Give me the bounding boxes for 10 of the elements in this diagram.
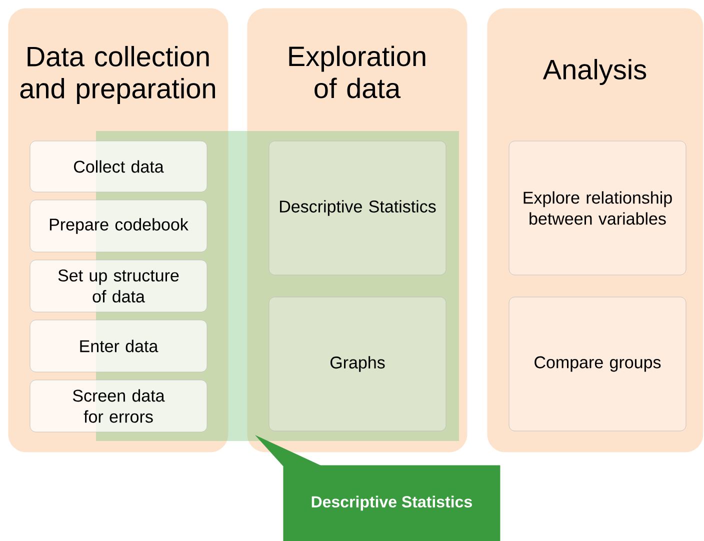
callout: Descriptive Statistics (255, 435, 500, 541)
step-box: Explore relationship between variables (508, 140, 686, 276)
step-box: Enter data (30, 320, 208, 372)
step-box: Collect data (30, 140, 208, 192)
step-box: Screen data for errors (30, 380, 208, 432)
step-box: Prepare codebook (30, 200, 208, 252)
step-box: Descriptive Statistics (268, 140, 446, 276)
step-box: Graphs (268, 296, 446, 432)
step-box: Set up structure of data (30, 260, 208, 312)
step-box: Compare groups (508, 296, 686, 432)
